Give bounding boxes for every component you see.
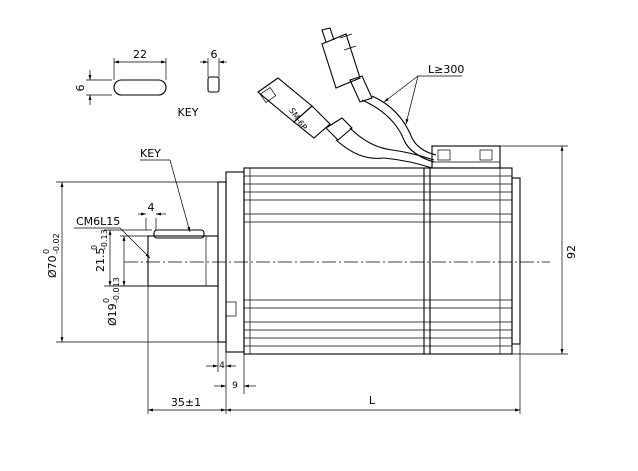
key-title: KEY xyxy=(178,106,199,119)
upper-connector xyxy=(321,33,361,89)
shaft-key xyxy=(153,229,205,239)
motor-housing xyxy=(243,167,513,355)
pilot-diameter-label: Ø70 xyxy=(46,255,59,278)
body-length-label: L xyxy=(369,394,376,407)
key-detail: 22 6 6 KEY xyxy=(74,48,227,119)
lower-connector xyxy=(257,77,313,123)
key-height-label: 6 xyxy=(74,85,87,92)
svg-text:-0.013: -0.013 xyxy=(112,277,121,303)
key-end-view xyxy=(207,76,220,93)
cable-length-label: L≥300 xyxy=(428,63,464,76)
body-height-label: 92 xyxy=(565,245,578,259)
key-width-dim: 4 xyxy=(148,201,155,214)
shaft xyxy=(147,235,219,287)
svg-text:0: 0 xyxy=(90,245,99,250)
key-top-view xyxy=(113,79,167,96)
shaft-key-label: KEY xyxy=(140,147,161,160)
rear-cover xyxy=(511,177,521,345)
thread-label: CM6L15 xyxy=(76,215,120,228)
svg-text:0: 0 xyxy=(102,298,111,303)
dimensions: KEY 4 CM6L15 21.5 0 -0.13 Ø19 0 -0.013 xyxy=(42,145,578,414)
key-depth-label: 21.5 xyxy=(94,248,107,273)
motor-body xyxy=(124,145,550,355)
key-width-label: 6 xyxy=(211,48,218,61)
cables: SM-6P L≥300 xyxy=(257,27,464,169)
offset-label: 9 xyxy=(232,381,238,391)
svg-text:-0.02: -0.02 xyxy=(52,233,61,254)
flange-thickness-label: 4 xyxy=(219,361,225,371)
shaft-diameter-label: Ø19 xyxy=(106,303,119,326)
terminal-box xyxy=(431,145,501,169)
svg-text:-0.13: -0.13 xyxy=(100,229,109,250)
svg-text:0: 0 xyxy=(42,249,51,254)
shaft-length-label: 35±1 xyxy=(171,396,201,409)
key-length-label: 22 xyxy=(133,48,147,61)
